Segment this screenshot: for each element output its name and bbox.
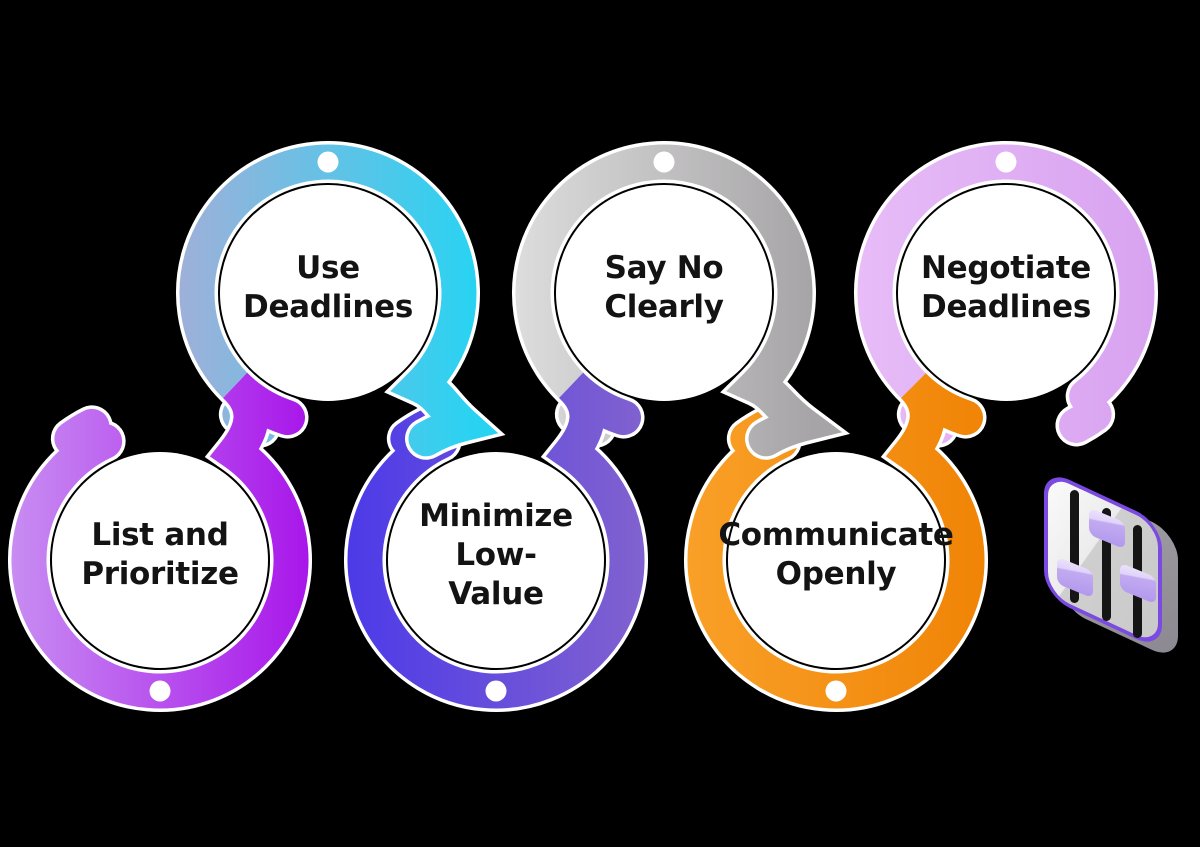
step-label-list-and-prioritize: List and Prioritize — [81, 517, 239, 592]
step-label-communicate-openly: Communicate Openly — [718, 517, 954, 592]
disc-say-no-clearly — [556, 185, 772, 401]
sliders-icon — [1036, 452, 1200, 682]
circle-discs — [52, 185, 1114, 668]
ring-dot — [825, 680, 847, 702]
step-label-negotiate-deadlines: Negotiate Deadlines — [921, 250, 1091, 325]
ring-dot — [149, 680, 171, 702]
ring-dot — [317, 151, 339, 173]
disc-use-deadlines — [220, 185, 436, 401]
disc-list-and-prioritize — [52, 452, 268, 668]
ring-dot — [485, 680, 507, 702]
step-label-say-no-clearly: Say No Clearly — [604, 250, 724, 325]
disc-communicate-openly — [728, 452, 944, 668]
slider-track-middle — [1102, 508, 1111, 621]
step-label-use-deadlines: Use Deadlines — [243, 250, 413, 325]
disc-negotiate-deadlines — [898, 185, 1114, 401]
ring-dot — [995, 151, 1017, 173]
ring-list-and-prioritize — [8, 370, 312, 712]
slider-track-left — [1070, 490, 1079, 603]
ring-dots — [149, 151, 1017, 702]
disc-minimize-low-value — [388, 452, 604, 668]
ring-dot — [653, 151, 675, 173]
step-label-minimize-low-value: Minimize Low- Value — [419, 497, 573, 612]
